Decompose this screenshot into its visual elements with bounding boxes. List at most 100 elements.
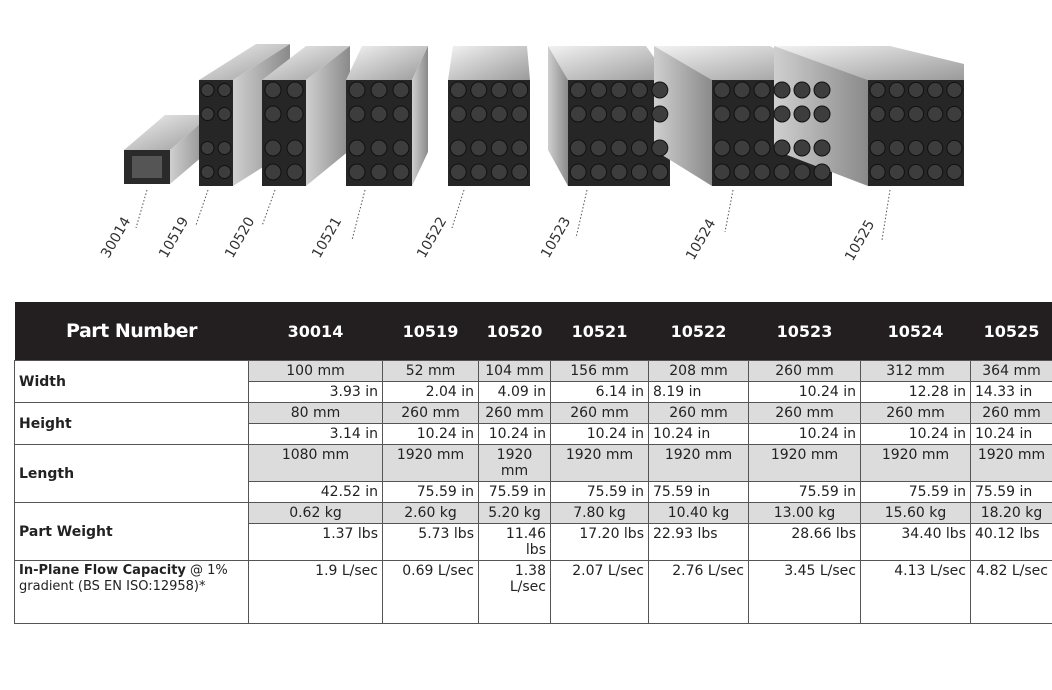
product-cell-hole	[753, 163, 771, 181]
width-cell: 312 mm	[860, 360, 971, 382]
product-cell-hole	[470, 139, 488, 157]
width-row-label: Width	[14, 360, 249, 403]
part-weight-cell: 17.20 lbs	[550, 523, 649, 561]
height-cell: 10.24 in	[382, 423, 479, 445]
product-cell-hole	[200, 141, 215, 155]
product-cell-hole	[713, 81, 731, 99]
product-cell-hole	[888, 105, 905, 123]
product-cell-hole	[286, 105, 304, 123]
part-weight-cell: 10.40 kg	[648, 502, 749, 524]
product-cell-hole	[569, 105, 587, 123]
product-cell-hole	[888, 81, 905, 99]
height-row-label: Height	[14, 402, 249, 445]
product-cell-hole	[370, 81, 388, 99]
width-cell: 8.19 in	[648, 381, 749, 403]
header-part-30014: 30014	[248, 302, 383, 361]
product-cell-hole	[392, 81, 410, 99]
product-cell-hole	[610, 81, 628, 99]
product-cell-hole	[946, 139, 963, 157]
width-cell: 6.14 in	[550, 381, 649, 403]
product-cell-hole	[946, 163, 963, 181]
height-cell: 260 mm	[970, 402, 1052, 424]
product-cell-hole	[733, 163, 751, 181]
flow-capacity-cell: 1.9 L/sec	[248, 560, 383, 624]
part-weight-cell: 13.00 kg	[748, 502, 861, 524]
product-cell-hole	[907, 163, 925, 181]
product-cell-hole	[813, 139, 831, 157]
product-cell-hole	[733, 139, 751, 157]
part-weight-cell: 0.62 kg	[248, 502, 383, 524]
product-cell-hole	[490, 139, 508, 157]
width-cell: 208 mm	[648, 360, 749, 382]
width-cell: 52 mm	[382, 360, 479, 382]
product-cell-hole	[348, 139, 366, 157]
product-cell-hole	[813, 163, 831, 181]
leader-lines	[135, 189, 891, 241]
product-cell-hole	[590, 81, 608, 99]
product-cell-hole	[793, 81, 811, 99]
header-part-10522: 10522	[648, 302, 749, 361]
product-cell-hole	[773, 163, 791, 181]
product-cell-hole	[490, 163, 508, 181]
product-image-strip: 30014 10519 10520 10521 10522 10523 1052…	[0, 0, 1052, 300]
height-cell: 260 mm	[478, 402, 551, 424]
product-cell-hole	[370, 139, 388, 157]
width-cell: 14.33 in	[970, 381, 1052, 403]
part-weight-cell: 28.66 lbs	[748, 523, 861, 561]
product-cell-hole	[217, 141, 232, 155]
part-weight-cell: 11.46 lbs	[478, 523, 551, 561]
product-cell-hole	[630, 163, 648, 181]
product-cell-hole	[869, 163, 886, 181]
product-cell-hole	[449, 139, 467, 157]
length-cell: 75.59 in	[860, 481, 971, 503]
product-cell-hole	[793, 163, 811, 181]
width-cell: 364 mm	[970, 360, 1052, 382]
product-cell-hole	[511, 163, 529, 181]
product-cell-hole	[348, 105, 366, 123]
header-part-10520: 10520	[478, 302, 551, 361]
part-weight-cell: 34.40 lbs	[860, 523, 971, 561]
height-cell: 260 mm	[748, 402, 861, 424]
header-part-10524: 10524	[860, 302, 971, 361]
height-cell: 10.24 in	[648, 423, 749, 445]
product-cell-hole	[927, 105, 944, 123]
flow-capacity-cell: 3.45 L/sec	[748, 560, 861, 624]
part-number-header: Part Number	[14, 302, 249, 361]
part-weight-cell: 5.73 lbs	[382, 523, 479, 561]
product-cell-hole	[470, 81, 488, 99]
product-cell-hole	[511, 81, 529, 99]
product-cell-hole	[217, 83, 232, 97]
height-cell: 10.24 in	[748, 423, 861, 445]
product-cell-hole	[869, 81, 886, 99]
width-cell: 2.04 in	[382, 381, 479, 403]
product-cell-hole	[370, 105, 388, 123]
product-cell-hole	[569, 163, 587, 181]
product-illustration	[124, 44, 964, 241]
flow-capacity-row-label: In-Plane Flow Capacity @ 1% gradient (BS…	[14, 560, 249, 624]
height-cell: 260 mm	[648, 402, 749, 424]
length-cell: 75.59 in	[748, 481, 861, 503]
width-cell: 12.28 in	[860, 381, 971, 403]
width-cell: 10.24 in	[748, 381, 861, 403]
product-cell-hole	[651, 139, 669, 157]
product-cell-hole	[651, 105, 669, 123]
header-part-10525: 10525	[970, 302, 1052, 361]
product-cell-hole	[793, 105, 811, 123]
product-cell-hole	[773, 139, 791, 157]
height-cell: 3.14 in	[248, 423, 383, 445]
product-cell-hole	[713, 105, 731, 123]
length-cell: 1920 mm	[478, 444, 551, 482]
part-weight-cell: 1.37 lbs	[248, 523, 383, 561]
length-cell: 1920 mm	[382, 444, 479, 482]
flow-capacity-cell: 4.82 L/sec	[970, 560, 1052, 624]
product-cell-hole	[907, 105, 925, 123]
length-cell: 1920 mm	[748, 444, 861, 482]
product-cell-hole	[753, 139, 771, 157]
part-weight-cell: 7.80 kg	[550, 502, 649, 524]
length-cell: 1920 mm	[648, 444, 749, 482]
part-weight-row-label: Part Weight	[14, 502, 249, 561]
product-cell-hole	[713, 163, 731, 181]
product-cell-hole	[869, 105, 886, 123]
specification-table: Part Number 30014 10519 10520 10521 1052…	[14, 302, 1052, 624]
